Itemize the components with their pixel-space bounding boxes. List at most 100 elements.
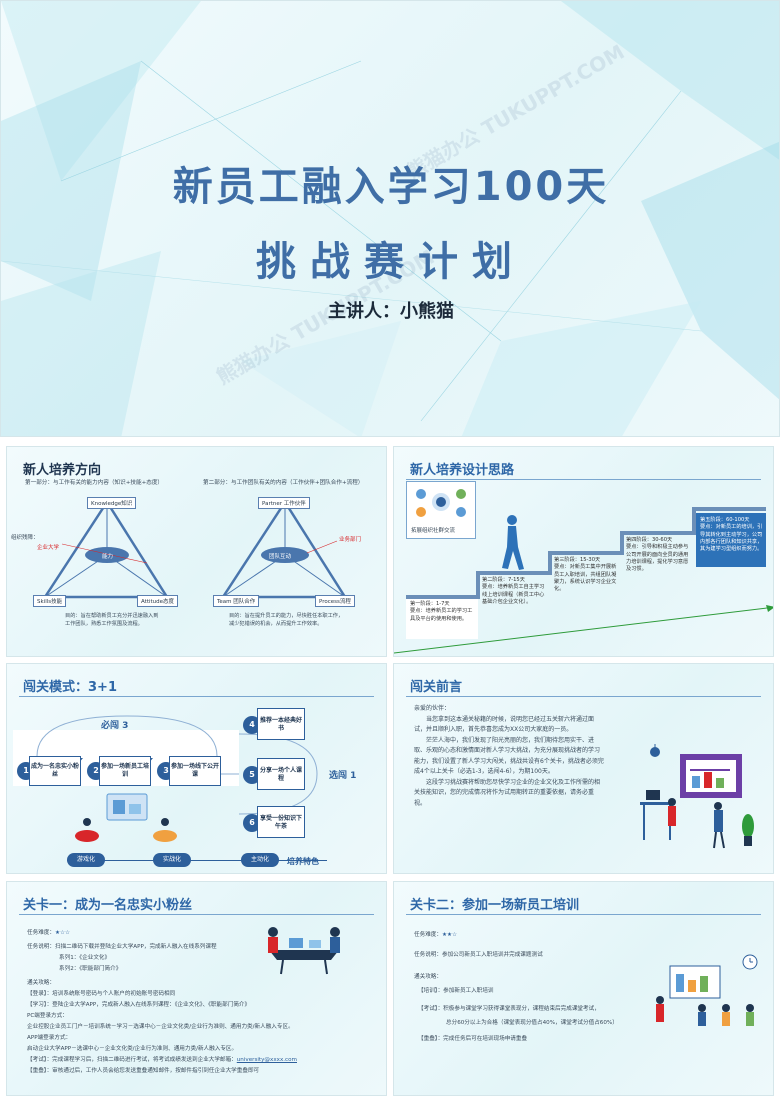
classroom-illustration [656,954,758,1026]
feature-label: 培养特色 [287,857,319,866]
guide-row: 【培训】：参加新员工入职培训 [418,988,494,994]
walking-man-icon [502,515,524,570]
stage-5: 第五阶段：60-100天 要点：对新员工的培训，引导其转化到主动学习，公司内部各… [700,517,764,553]
feature-line [67,860,327,861]
guide-label: 通关攻略： [414,974,442,980]
tri2-top-label: Partner 工作伙伴 [258,497,310,509]
guide-row: 企业控股企业员工门户－培训系统－学习－选课中心－企业文化类/企业行为准则、通用力… [27,1024,294,1030]
must-item: 成为一名忠实小粉丝 [29,756,81,786]
feature-pill: 实战化 [153,853,191,867]
email-link[interactable]: university@xxxx.com [236,1057,297,1063]
tri1-top-label: Knowledge知识 [87,497,137,509]
note-left-line: 工作团队，熟悉工作氛围及流程。 [65,620,143,627]
slide-title: 关卡二：参加一场新员工培训 [410,898,580,913]
slide-training-direction: 新人培养方向 第一部分：与工作有关的能力内容（知识+技能+态度） 第二部分：与工… [6,446,387,657]
slide-design-idea: 新人培养设计思路 拓展组织社群交流 第一阶段：1-7天 要点：培养新员工的学习工… [393,446,774,657]
desc-text: 扫描二维码下载并登陆企业大学APP，完成新人融入在线系列课程 [54,944,217,950]
guide-row: PC端登录方式： [27,1013,68,1019]
preface-paragraph: 茫茫人海中，我们发现了阳光亮丽的您，我们期待您用实干、进取、乐观的心态和激情面对… [414,736,604,776]
must-item: 参加一场线下公开课 [169,756,221,786]
feature-pill: 游戏化 [67,853,105,867]
tri2-right-label: Process流程 [315,595,355,607]
title-divider [406,479,761,480]
slide-level-one: 关卡一：成为一名忠实小粉丝 任务难度：★☆☆ 任务说明：扫描二维码下载并登陆企业… [6,881,387,1096]
meeting-illustration [75,793,177,842]
slide-preface: 闯关前言 亲爱的伙伴： 当您拿到这本通关秘籍的时候，说明您已经过五关斩六将通过面… [393,663,774,874]
cover-title-line1: 新员工融入学习100天 [172,164,610,210]
slide-level-two: 关卡二：参加一场新员工培训 任务难度：★★☆ 任务说明：参加公司新员工入职培训并… [393,881,774,1096]
optional-item: 推荐一本经典好书 [257,708,305,740]
meeting-table-illustration [268,927,340,975]
desc-row: 任务说明：参加公司新员工入职培训并完成课题测试 [414,950,543,958]
series-1: 系列1：《企业文化》 [59,955,111,961]
difficulty-label: 任务难度： [27,930,55,936]
triangle-diagrams [42,499,348,599]
optional-item: 分享一场个人课程 [257,758,305,790]
tri2-side-red: 业务部门 [339,537,362,543]
difficulty-stars: ★★☆ [441,932,458,938]
title-divider [19,696,374,697]
note-left: 目的：旨在帮助新员工充分并迅速融入到 工作团队，熟悉工作氛围及流程。 [65,613,158,628]
guide-row: 【考试】：积极参与课堂学习获得课堂表现分，课程结束后完成课堂考试， [418,1006,600,1012]
preface-text: 亲爱的伙伴： 当您拿到这本通关秘籍的时候，说明您已经过五关斩六将通过面试，并且顺… [414,704,604,809]
people-network-icon [416,489,466,517]
guide-row: 总分60分以上为合格（课堂表现分值占40%，课堂考试分值占60%） [446,1020,618,1026]
optional-label: 选闯 1 [329,771,357,781]
tri2-center-label: 团队互动 [269,554,292,560]
tri1-side-label: 组织残障： [11,535,39,541]
tri2-left-label: Team 团队合作 [213,595,260,607]
part2-heading: 第二部分：与工作团队有关的内容（工作伙伴+团队合作+流程） [203,480,364,486]
guide-row: 【学习】：登陆企业大学APP，完成新人融入在线系列课程：《企业文化》、《职能部门… [27,1002,251,1008]
preface-greeting: 亲爱的伙伴： [414,705,451,712]
stage-title: 第五阶段：60-100天 [700,517,750,523]
preface-paragraph: 当您拿到这本通关秘籍的时候，说明您已经过五关斩六将通过面试，并且顺利入职，首先恭… [414,715,595,734]
title-divider [406,914,761,915]
desc-label: 任务说明： [414,952,442,958]
note-right: 目的：旨在提升员工的能力，尽快胜任本职工作， 减少犯错误的机会，从而提升工作效率… [229,613,343,628]
community-caption: 拓展组织社群交流 [411,528,456,534]
tri1-center-label: 能力 [102,554,114,560]
stage-body: 要点：培养新员工的学习工具及平台的使用和使用。 [410,608,473,622]
guide-row: APP端登录方式： [27,1035,72,1041]
optional-item: 享受一份知识下午茶 [257,806,305,838]
community-image: 拓展组织社群交流 [406,481,476,539]
slide-challenge-mode: 闯关模式：3+1 必闯 3 选闯 1 1 成为一名忠实小粉丝 2 参加一场新员工… [6,663,387,874]
slide-title: 关卡一：成为一名忠实小粉丝 [23,898,193,913]
guide-row: 【重叠】：完成任务后可在培训现场申请重叠 [418,1036,528,1042]
stage-body: 要点：对新员工集中开展新员工入职培训，共组团队凝聚力，系统认识学习企业文化。 [554,564,617,593]
step-number: 6 [243,814,261,832]
note-right-line: 目的：旨在提升员工的能力，尽快胜任本职工作， [229,613,344,619]
difficulty-stars: ★☆☆ [54,930,71,936]
exam-text: 【考试】：完成课程学习后，扫描二维码进行考试，将考试成绩发送到企业大学邮箱： [27,1057,237,1063]
tri1-right-label: Attitude态度 [137,595,179,607]
cover-slide: 熊猫办公 TUKUPPT.COM 熊猫办公 TUKUPPT.COM 新员工融入学… [0,0,780,437]
office-illustration [640,744,754,849]
difficulty-row: 任务难度：★★☆ [414,930,457,938]
stage-title: 第四阶段：30-60天 [626,537,673,543]
tri1-left-label: Skills技能 [33,595,67,607]
stage-title: 第三阶段：15-30天 [554,557,601,563]
guide-label: 通关攻略： [27,980,55,986]
stage-2: 第二阶段：7-15天 要点：培养新员工自主学习线上培训课程（新员工中心基础介包企… [482,577,546,606]
desc-label: 任务说明： [27,944,55,950]
stage-4: 第四阶段：30-60天 要点：引导和积极主动参与公司开展的面向全员的通用力培训课… [626,537,690,573]
stage-1: 第一阶段：1-7天 要点：培养新员工的学习工具及平台的使用和使用。 [410,601,474,623]
stage-body: 要点：引导和积极主动参与公司开展的面向全员的通用力培训课程，提化学习意愿及习惯。 [626,544,689,573]
part1-heading: 第一部分：与工作有关的能力内容（知识+技能+态度） [25,480,164,486]
title-divider [406,696,761,697]
slide-title: 新人培养方向 [23,463,102,478]
tri1-side-red: 企业大学 [37,545,60,551]
stage-title: 第二阶段：7-15天 [482,577,525,583]
stage-body: 要点：对新员工的培训，引导其转化到主动学习，公司内部各行团队和知识共享，其为建学… [700,524,763,553]
guide-row: 【重叠】：审核通过后，工作人员会给您发送重叠通知邮件，按邮件指引到任企业大学重叠… [27,1068,260,1074]
desc-row: 任务说明：扫描二维码下载并登陆企业大学APP，完成新人融入在线系列课程 [27,942,217,950]
title-divider [19,914,374,915]
staircase-graphic [394,507,773,654]
cover-title-line2: 挑战赛计划 [256,239,526,285]
difficulty-label: 任务难度： [414,932,442,938]
guide-row: 【登录】：培训系统账号密码与个人账户的初始账号密码相同 [27,991,176,997]
stage-3: 第三阶段：15-30天 要点：对新员工集中开展新员工入职培训，共组团队凝聚力，系… [554,557,618,593]
step-number: 4 [243,716,261,734]
note-left-line: 目的：旨在帮助新员工充分并迅速融入到 [65,613,159,619]
slide-title: 新人培养设计思路 [410,463,515,478]
